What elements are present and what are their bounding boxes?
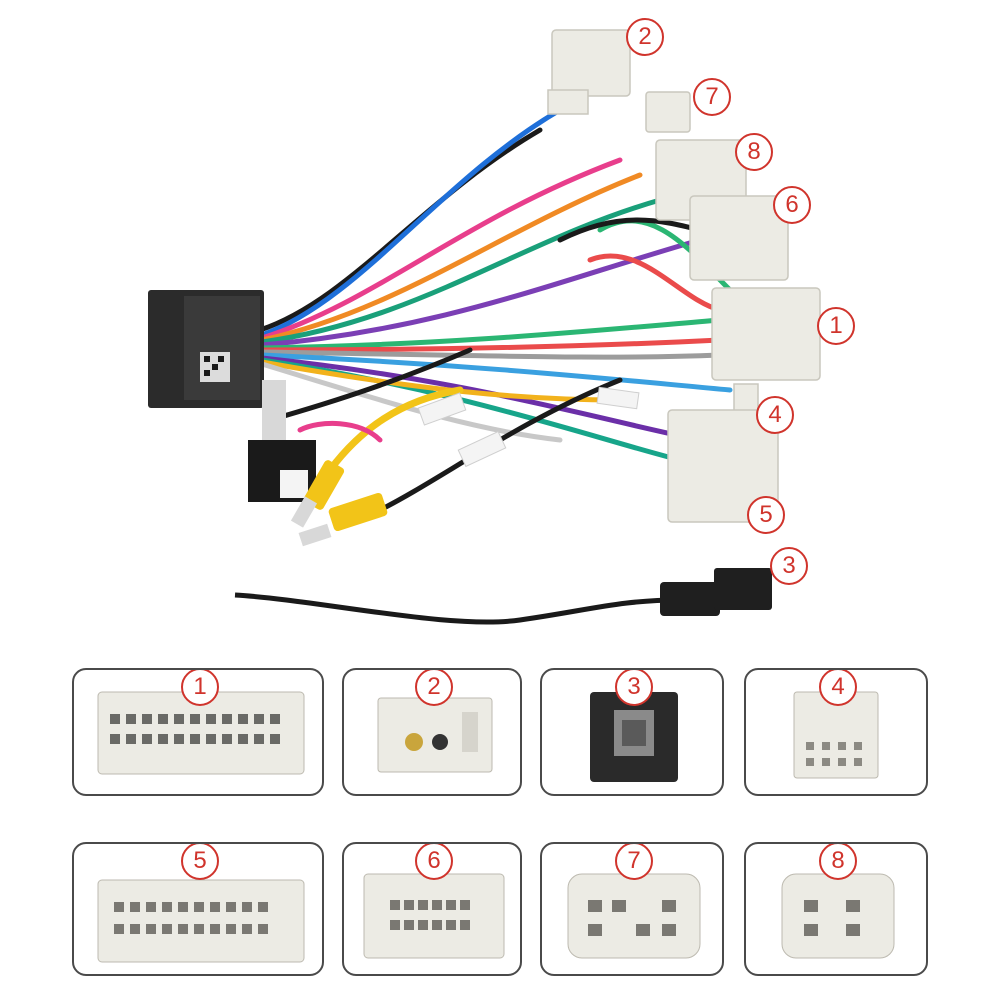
callout-5: 5 (747, 496, 785, 534)
connector-20pin-icon (97, 879, 305, 963)
connector-panel-2: 2 (342, 668, 522, 796)
connector-panel-1: 1 (72, 668, 324, 796)
panel-number-4: 4 (819, 670, 857, 706)
connector-8pin-icon (793, 691, 879, 779)
panel-number-7: 7 (615, 844, 653, 880)
callout-6: 6 (773, 186, 811, 224)
connector-panel-3: 3 (540, 668, 724, 796)
panel-number-1: 1 (181, 670, 219, 706)
panel-number-3: 3 (615, 670, 653, 706)
connector-panel-5: 5 (72, 842, 324, 976)
callout-8: 8 (735, 133, 773, 171)
panel-number-2: 2 (415, 670, 453, 706)
connector-panel-8: 8 (744, 842, 928, 976)
callout-2: 2 (626, 18, 664, 56)
connector-16pin-icon (363, 873, 505, 959)
callout-7: 7 (693, 78, 731, 116)
callout-1: 1 (817, 307, 855, 345)
connector-4pin-icon (781, 873, 895, 959)
panel-number-5: 5 (181, 844, 219, 880)
connector-usb-icon (590, 692, 678, 782)
connector-antenna-icon (377, 697, 493, 773)
connector-panel-4: 4 (744, 668, 928, 796)
connector-panel-7: 7 (540, 842, 724, 976)
panel-number-6: 6 (415, 844, 453, 880)
wiring-harness-photo (148, 29, 821, 625)
callout-4: 4 (756, 396, 794, 434)
callout-3: 3 (770, 547, 808, 585)
panel-number-8: 8 (819, 844, 857, 880)
connector-panel-6: 6 (342, 842, 522, 976)
